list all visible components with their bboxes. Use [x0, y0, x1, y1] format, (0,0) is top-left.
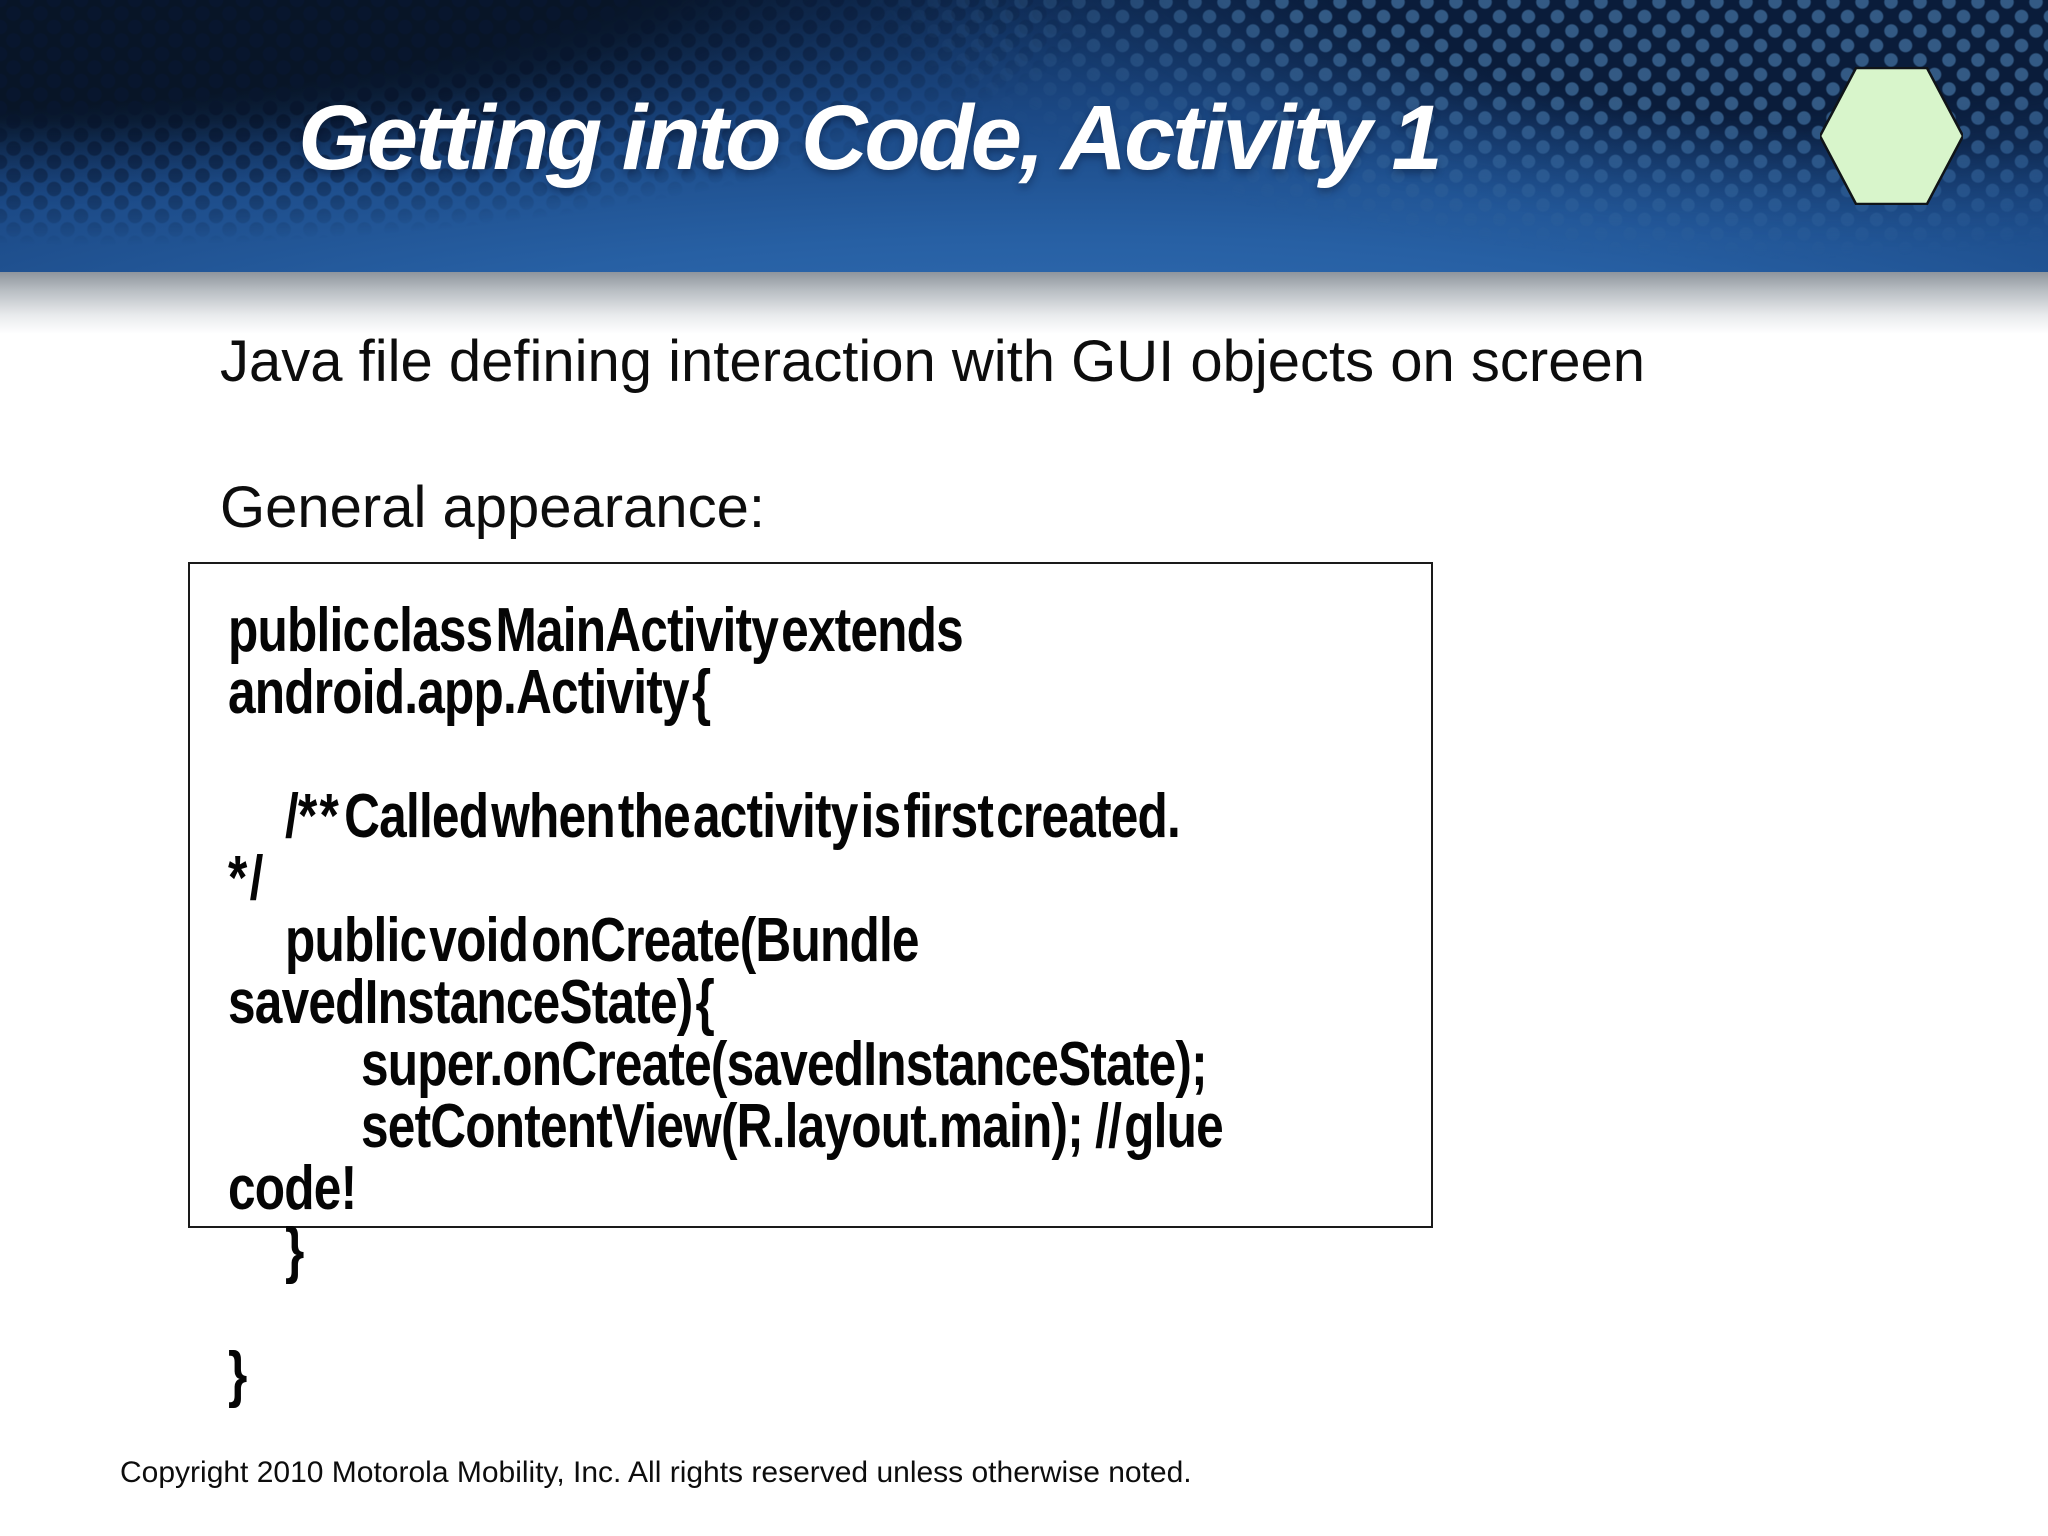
slide-title: Getting into Code, Activity 1	[298, 87, 1442, 189]
code-line: }	[285, 1216, 304, 1285]
code-line: setContentView(R.layout.main); // glue	[361, 1092, 1224, 1161]
section-label: General appearance:	[220, 475, 765, 540]
code-line: public class MainActivity extends	[228, 596, 964, 665]
header-drop-shadow	[0, 272, 2048, 334]
code-line: super.onCreate(savedInstanceState);	[361, 1030, 1208, 1099]
code-line: code!	[228, 1154, 357, 1223]
halftone-pattern-right-icon	[0, 0, 2048, 272]
title-banner: Getting into Code, Activity 1	[0, 0, 2048, 272]
code-line: }	[228, 1340, 247, 1409]
code-line: android.app.Activity {	[228, 658, 711, 727]
code-box-outline	[188, 562, 1433, 1228]
code-line: * /	[228, 844, 263, 913]
hexagon-icon	[1820, 67, 1963, 205]
code-line	[228, 724, 1628, 786]
code-line	[228, 1282, 1628, 1344]
code-line: public void onCreate(Bundle	[285, 906, 920, 975]
copyright-footer: Copyright 2010 Motorola Mobility, Inc. A…	[120, 1456, 1192, 1489]
body-text: Java file defining interaction with GUI …	[220, 329, 1645, 394]
code-line: /* * Called when the activity is first c…	[285, 782, 1181, 851]
code-line: savedInstanceState) {	[228, 968, 715, 1037]
